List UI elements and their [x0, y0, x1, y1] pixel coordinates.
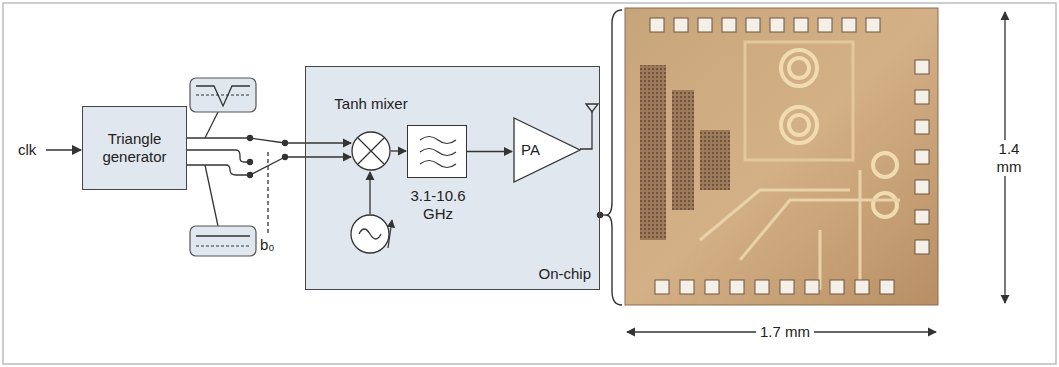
mixer-input	[287, 142, 351, 143]
oscillator-symbol	[351, 172, 392, 253]
dimension-label: 1.4 mm	[989, 140, 1029, 176]
chip-photo	[625, 8, 938, 305]
signal-connector	[391, 150, 406, 151]
signal-connector	[467, 151, 512, 152]
node-label: Tanh mixer	[334, 95, 407, 113]
control-bit: b₀	[258, 236, 277, 254]
node-label: Triangle generator	[87, 130, 182, 166]
amplifier-triangle: PA	[513, 117, 581, 183]
dimension-label: 1.7 mm	[756, 323, 814, 341]
filter-box: 3.1-10.6 GHz	[407, 125, 467, 178]
generator-box: Triangle generator	[82, 106, 187, 190]
signal-name: clk	[18, 141, 36, 159]
clk-wire	[46, 149, 81, 151]
antenna	[580, 104, 598, 149]
mixer-circle: Tanh mixer	[351, 131, 391, 171]
frame	[3, 3, 1056, 364]
chip-fill	[305, 66, 600, 290]
generator-outputs	[185, 112, 248, 226]
node-label: PA	[521, 141, 540, 159]
mixer-input	[287, 156, 351, 157]
waveform-callouts	[190, 78, 256, 256]
node-label: 3.1-10.6 GHz	[408, 187, 468, 223]
switches	[248, 136, 288, 235]
bracket	[598, 10, 623, 305]
on-chip-box: On-chipTanh mixer3.1-10.6 GHzPA	[305, 66, 600, 290]
node-label: On-chip	[538, 265, 591, 283]
